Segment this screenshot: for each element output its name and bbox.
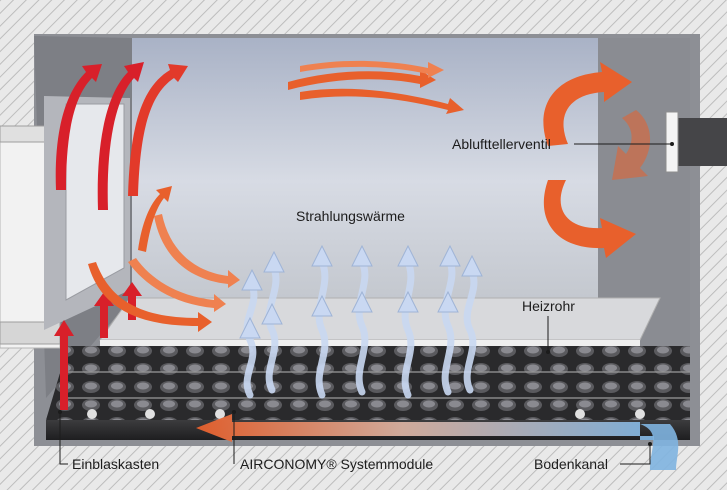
heating-plate-edge [100, 340, 640, 346]
label-system-modules: AIRCONOMY® Systemmodule [240, 456, 434, 472]
label-heating-pipe: Heizrohr [522, 298, 575, 314]
label-exhaust-valve: Ablufttellerventil [452, 136, 551, 152]
label-radiant-heat: Strahlungswärme [296, 208, 405, 224]
exhaust-pipe [672, 118, 727, 166]
radiant-heat-arrows [243, 258, 478, 399]
label-floor-duct: Bodenkanal [534, 456, 608, 472]
duct-inlet-arrow [640, 424, 679, 470]
module-node [87, 409, 97, 419]
leader-floor-duct [620, 444, 651, 465]
radiant-heat-arrowheads [239, 244, 483, 339]
label-inlet-box: Einblaskasten [72, 456, 160, 472]
module-node [215, 409, 225, 419]
module-node [145, 409, 155, 419]
circulation-arrows [543, 62, 651, 258]
module-node [575, 409, 585, 419]
hot-air-arrows [54, 62, 188, 410]
floor-modules [46, 346, 690, 420]
module-node [635, 409, 645, 419]
room-back-wall [132, 38, 598, 298]
leader-inlet-box [59, 412, 68, 465]
module-pipe-lines [60, 371, 690, 399]
warm-air-arrows [88, 60, 464, 332]
floor-air-flow-arrow [196, 414, 654, 442]
